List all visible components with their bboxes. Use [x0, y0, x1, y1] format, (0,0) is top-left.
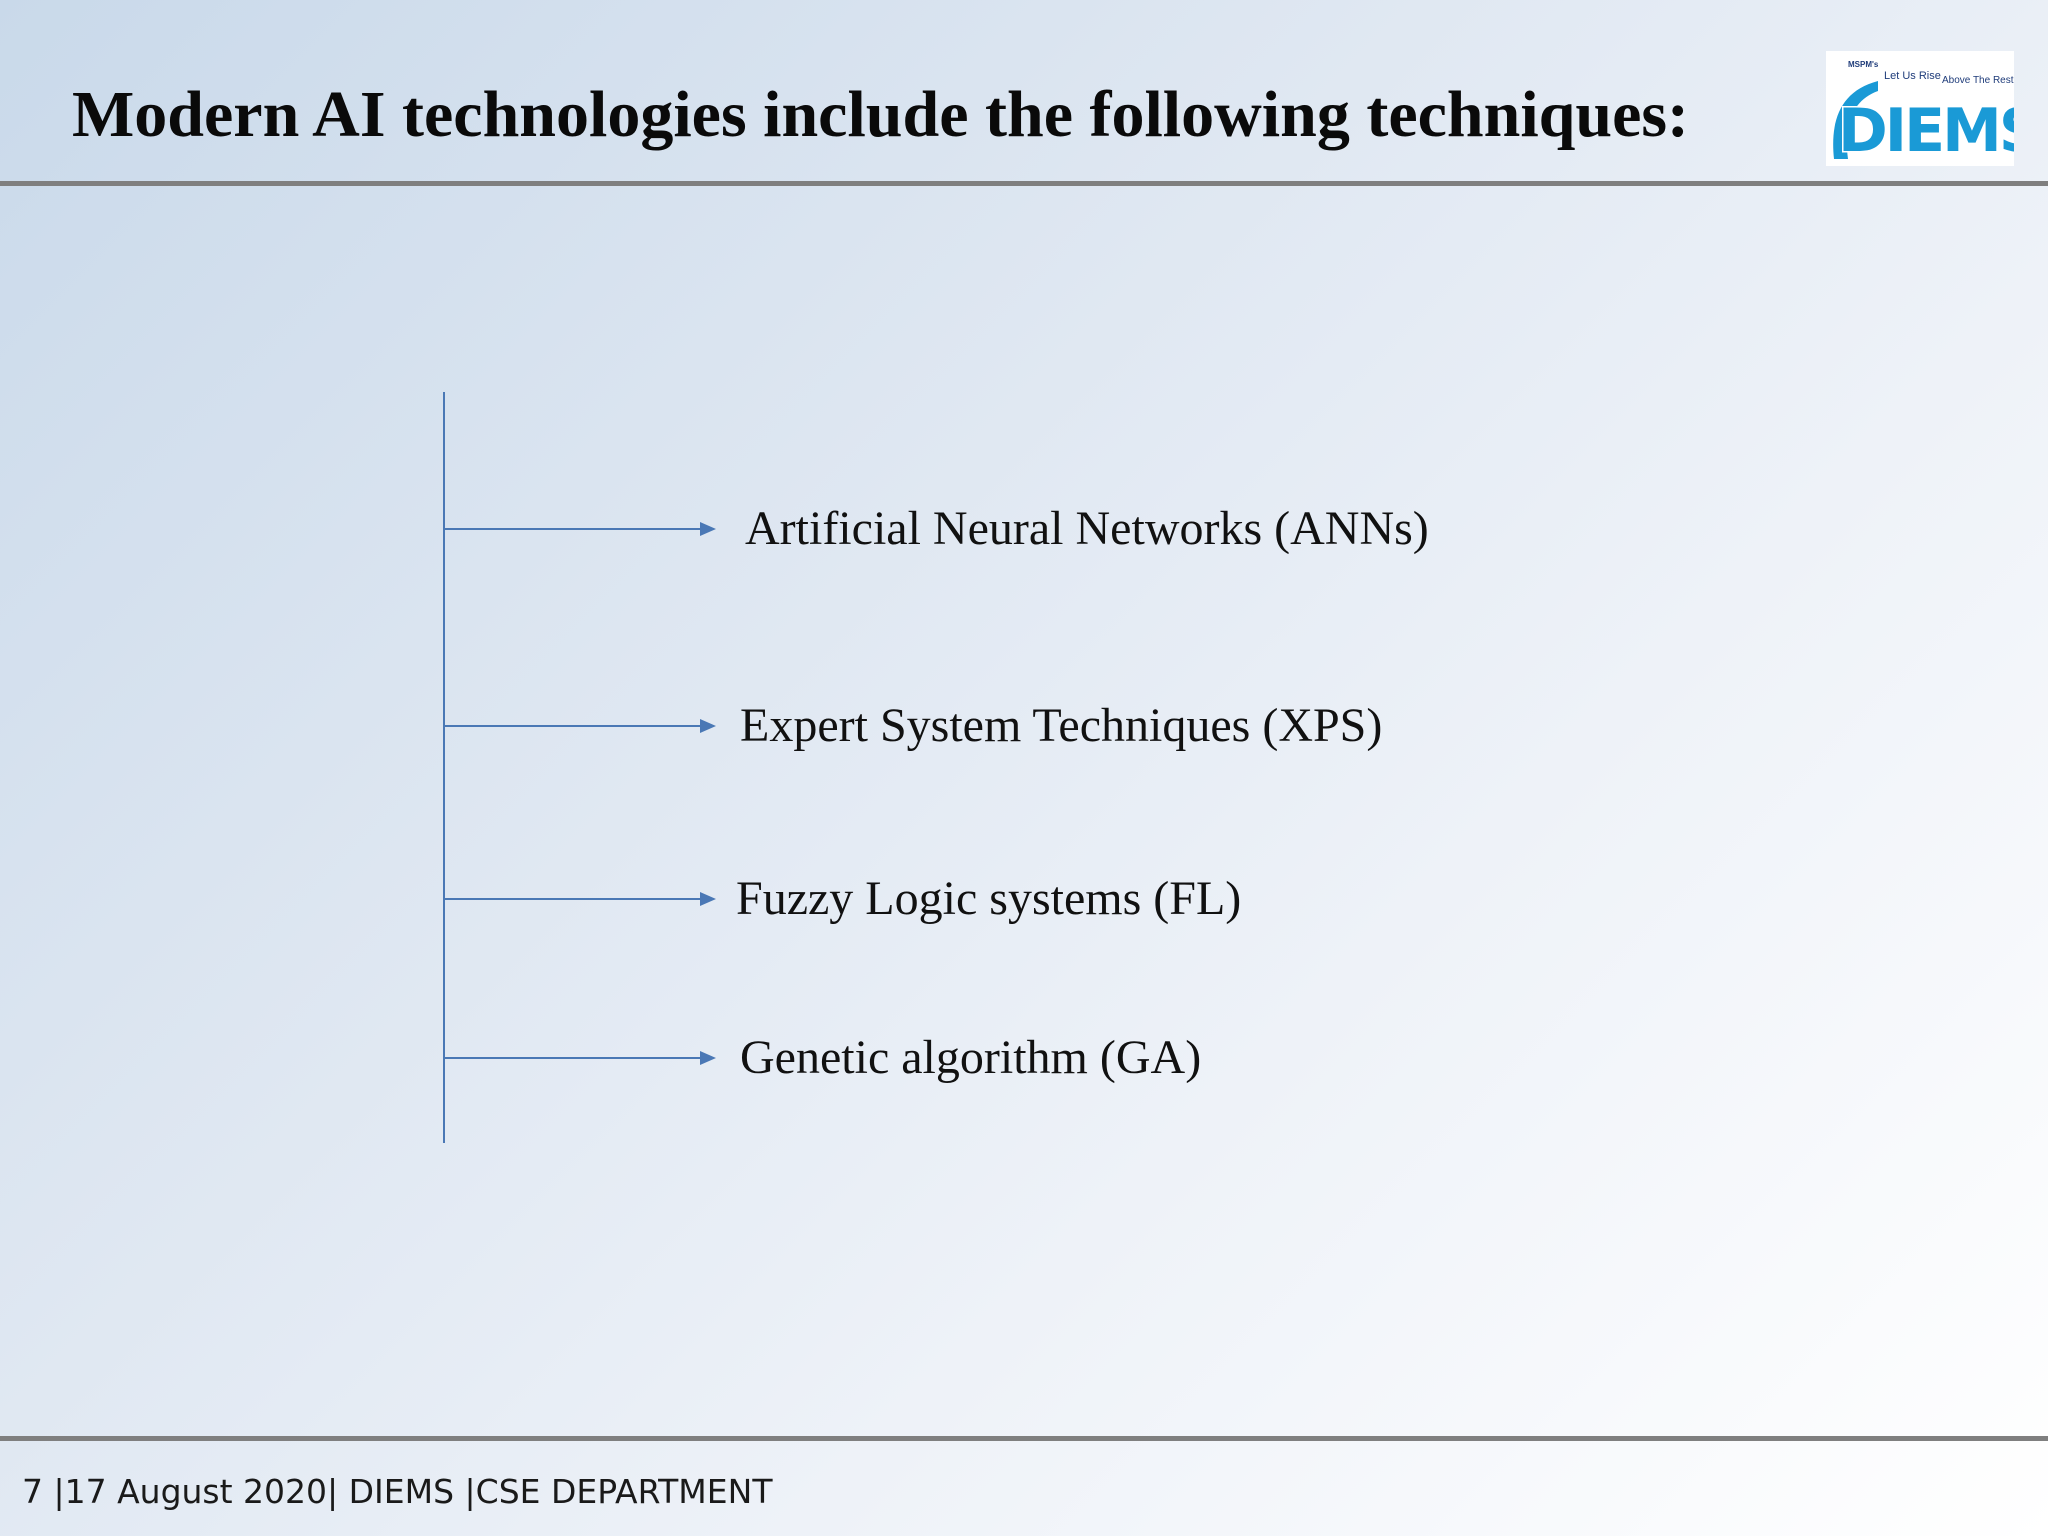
technique-label: Artificial Neural Networks (ANNs) [745, 502, 1429, 555]
svg-text:MSPM's: MSPM's [1848, 60, 1879, 69]
slide-footer: 7 |17 August 2020| DIEMS |CSE DEPARTMENT [22, 1472, 773, 1511]
technique-label: Genetic algorithm (GA) [740, 1031, 1202, 1084]
diems-logo: MSPM's Let Us Rise Above The Rest DIEMS [1826, 51, 2014, 166]
slide-title: Modern AI technologies include the follo… [72, 78, 1690, 151]
arrow-head-icon [700, 522, 716, 536]
svg-text:DIEMS: DIEMS [1838, 96, 2014, 166]
arrow-head-icon [700, 719, 716, 733]
technique-label: Expert System Techniques (XPS) [740, 699, 1383, 752]
svg-text:Above The Rest: Above The Rest [1942, 75, 2014, 86]
arrow-head-icon [700, 1051, 716, 1065]
arrow-head-icon [700, 892, 716, 906]
technique-label: Fuzzy Logic systems (FL) [736, 872, 1242, 925]
svg-text:Let Us Rise: Let Us Rise [1884, 70, 1941, 82]
header-divider [0, 181, 2048, 186]
footer-divider [0, 1436, 2048, 1441]
